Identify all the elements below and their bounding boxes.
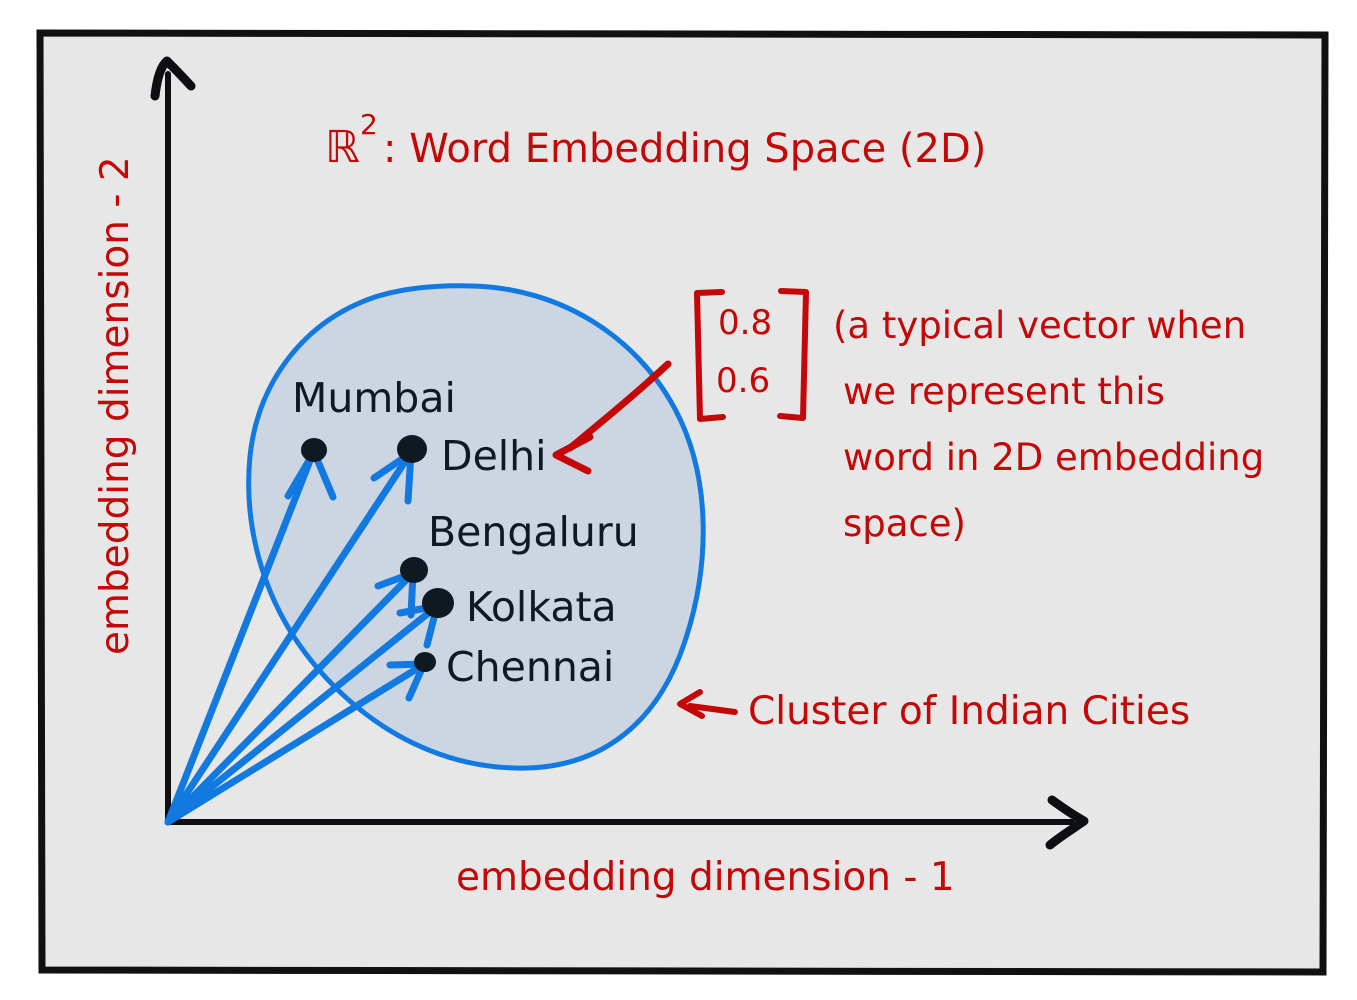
- description-line-3: word in 2D embedding: [843, 436, 1264, 479]
- vector-line-mumbai: [164, 449, 317, 826]
- city-label-mumbai: Mumbai: [292, 374, 456, 422]
- description-line-4: space): [843, 502, 966, 545]
- city-label-chennai: Chennai: [446, 643, 614, 691]
- city-dot-bengaluru: [400, 557, 428, 583]
- cluster-ellipse: [246, 283, 706, 771]
- vector-value-top: 0.8: [718, 303, 772, 343]
- x-axis-arrowhead: [1045, 795, 1089, 850]
- y-axis-label: embedding dimension - 2: [93, 156, 138, 655]
- city-labels: Mumbai Delhi Bengaluru Kolkata Chennai: [292, 374, 639, 691]
- bracket-right: [777, 288, 809, 421]
- axis-group: [150, 56, 1089, 850]
- bracket-left: [694, 289, 726, 422]
- vector-line-chennai: [164, 661, 427, 826]
- description-line-1: (a typical vector when: [833, 304, 1246, 347]
- vector-line-kolkata: [164, 603, 440, 826]
- vector-line-bengaluru: [164, 570, 416, 826]
- title-rest: : Word Embedding Space (2D): [383, 126, 986, 172]
- city-dot-kolkata: [422, 588, 454, 618]
- cluster-fill: [248, 285, 704, 769]
- city-dot-chennai: [414, 652, 436, 672]
- title-base: ℝ: [325, 122, 360, 173]
- description-line-2: we represent this: [843, 370, 1165, 413]
- city-label-delhi: Delhi: [441, 432, 547, 480]
- diagram-title: ℝ 2 : Word Embedding Space (2D): [325, 108, 986, 173]
- cluster-callout-line: [687, 703, 738, 715]
- vector-pointer-arrow: [552, 360, 672, 475]
- embedding-vectors: [164, 448, 441, 826]
- pointer-arrow-head: [552, 433, 594, 475]
- city-dots: [301, 435, 454, 672]
- city-label-kolkata: Kolkata: [466, 583, 617, 631]
- title-superscript: 2: [360, 108, 378, 141]
- board-frame: [36, 29, 1329, 976]
- vector-description: (a typical vector when we represent this…: [833, 304, 1264, 545]
- cluster-outline: [246, 283, 706, 771]
- vector-value-bottom: 0.6: [716, 361, 770, 401]
- y-axis-arrowhead: [150, 56, 196, 101]
- city-dot-mumbai: [301, 438, 327, 462]
- cluster-callout-label: Cluster of Indian Cities: [748, 689, 1190, 734]
- cluster-callout-arrowhead: [677, 689, 705, 719]
- city-dot-delhi: [397, 435, 427, 463]
- vector-line-delhi: [164, 450, 414, 826]
- x-axis-label: embedding dimension - 1: [456, 855, 955, 900]
- cluster-callout: Cluster of Indian Cities: [677, 689, 1190, 734]
- city-label-bengaluru: Bengaluru: [428, 508, 639, 556]
- vector-bracket-annotation: 0.8 0.6: [694, 288, 809, 422]
